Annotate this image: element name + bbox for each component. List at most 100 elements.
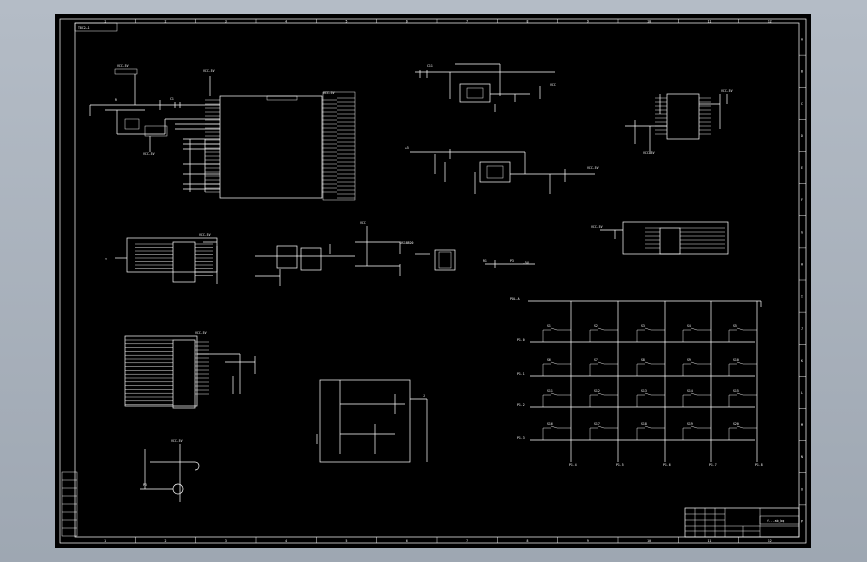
keypad-row-label: P1.3 [517,436,525,440]
key-label: S1 [547,324,551,328]
row-marker: D [801,134,803,138]
svg-text:VCC-5V: VCC-5V [587,166,599,170]
key-label: S19 [687,422,693,426]
column-marker-top: 7 [466,20,468,24]
serial-interface-circuit: VCC-5V VCC-5V [625,89,733,155]
svg-text:VCC-5V: VCC-5V [143,152,155,156]
key-switch [597,425,605,429]
row-marker: L [801,391,803,395]
key-switch [597,392,605,396]
key-label: S17 [594,422,600,426]
key-label: S13 [641,389,647,393]
key-switch [690,425,698,429]
key-switch [690,361,698,365]
svg-text:+5: +5 [405,146,409,150]
row-marker: F [801,198,803,202]
key-switch [597,327,605,331]
key-label: S3 [641,324,645,328]
keypad-net-label: POL-A [510,297,520,301]
title-block-label: f...ab_bq [767,519,784,523]
display-driver-circuit: VCC-5V [591,221,729,255]
column-marker-top: 6 [406,20,408,24]
key-label: S8 [641,358,645,362]
sensor-circuit: VCC DS18B20 [255,221,430,286]
key-switch [550,392,558,396]
key-label: S2 [594,324,598,328]
svg-text:VCC-5V: VCC-5V [323,91,335,95]
key-label: S18 [641,422,647,426]
key-switch [736,327,744,331]
key-switch [644,392,652,396]
key-label: S9 [687,358,691,362]
key-switch [736,361,744,365]
key-switch [690,392,698,396]
key-switch [736,392,744,396]
key-label: S5 [733,324,737,328]
row-marker: E [801,166,803,170]
key-label: S20 [733,422,739,426]
mcu-circuit: VCC-5V VCC-5V VCC-5V VCC-5V R C1 [89,64,356,201]
key-switch [644,361,652,365]
column-marker-top: 2 [165,20,167,24]
outer-frame [59,18,807,544]
svg-text:VCC-5V: VCC-5V [203,69,215,73]
column-marker-top: 5 [346,20,348,24]
svg-text:VCC-5V: VCC-5V [117,64,129,68]
svg-text:DS18B20: DS18B20 [400,241,414,245]
regulator-circuit-1: C11 VCC [415,63,556,112]
key-switch [550,425,558,429]
keypad-column-label: P1.5 [616,463,624,467]
column-marker-bottom: 2 [165,539,167,543]
column-marker-bottom: 7 [466,539,468,543]
svg-text:VCC: VCC [550,83,556,87]
keypad-row-label: P1.1 [517,372,525,376]
svg-text:VCC: VCC [360,221,366,225]
keypad-column-label: P1.7 [709,463,717,467]
key-switch [644,425,652,429]
column-marker-bottom: 5 [346,539,348,543]
row-marker: P [801,519,803,523]
key-label: S7 [594,358,598,362]
regulator-circuit-2: VCC-5V +5 [405,146,599,194]
column-marker-top: 3 [225,20,227,24]
column-marker-bottom: 8 [527,539,529,543]
keypad-column-label: P1.8 [755,463,763,467]
column-marker-bottom: 12 [768,539,772,543]
revision-table [61,471,78,537]
svg-text:VCC-5V: VCC-5V [195,331,207,335]
column-marker-bottom: 3 [225,539,227,543]
connector-circuit: R1 P3 -5V [434,249,535,271]
buffer-circuit: VCC-5V [124,331,256,409]
row-marker: O [801,487,803,491]
keypad-row-label: P1.2 [517,403,525,407]
row-marker: M [801,423,803,427]
keypad-column-label: P1.6 [663,463,671,467]
svg-text:-5V: -5V [523,261,529,265]
svg-text:VCC-5V: VCC-5V [643,151,655,155]
column-marker-top: 10 [647,20,651,24]
title-tag: T8C2…1 [78,26,90,30]
relay-circuit: J [316,379,428,463]
key-switch [690,327,698,331]
key-switch [597,361,605,365]
row-marker: K [801,359,803,363]
row-marker: J [801,327,803,331]
key-switch [736,425,744,429]
key-label: S10 [733,358,739,362]
key-label: S12 [594,389,600,393]
key-switch [550,361,558,365]
key-switch [550,327,558,331]
svg-text:C1: C1 [170,97,174,101]
title-tag-box [74,22,118,32]
column-marker-top: 12 [768,20,772,24]
row-marker: C [801,102,803,106]
key-label: S16 [547,422,553,426]
column-marker-top: 9 [587,20,589,24]
